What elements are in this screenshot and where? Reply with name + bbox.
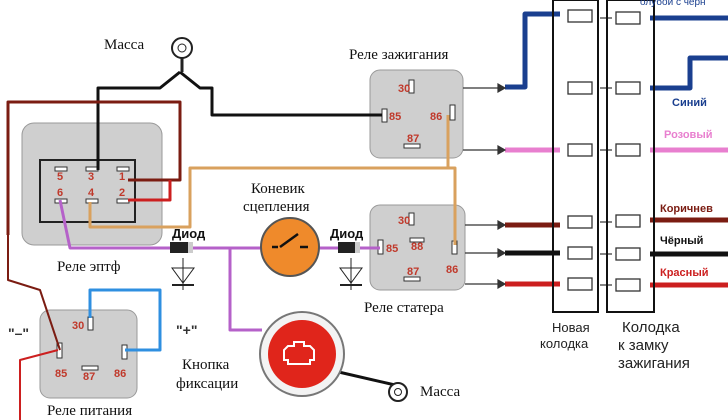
relay-eptf-socket bbox=[39, 159, 136, 223]
lightblue-wire bbox=[88, 288, 162, 352]
label-clutch-line2: сцепления bbox=[243, 199, 310, 215]
eptf-pin-1: 1 bbox=[119, 171, 125, 183]
violet-wire-indicator bbox=[228, 248, 262, 332]
label-power-relay: Реле питания bbox=[47, 403, 133, 419]
starter-pin-30: 30 bbox=[398, 215, 410, 227]
ground-terminal-bottom bbox=[388, 382, 408, 402]
black-wire-ground-ign bbox=[179, 70, 382, 117]
wire-label-cherniy: Чёрный bbox=[660, 235, 703, 247]
clutch-switch-icon bbox=[260, 217, 320, 277]
label-ignition-relay: Реле зажигания bbox=[349, 47, 449, 63]
label-plus: "+" bbox=[176, 322, 198, 338]
blue-wire bbox=[505, 11, 560, 90]
power-pin-85: 85 bbox=[55, 368, 67, 380]
blue-wire-far-2 bbox=[650, 55, 728, 91]
eptf-pin-6: 6 bbox=[57, 187, 63, 199]
label-diode-right: Диод bbox=[330, 226, 364, 241]
starter-pin-86: 86 bbox=[446, 264, 458, 276]
power-pin-87: 87 bbox=[83, 371, 95, 383]
wire-label-korichnev: Коричнев bbox=[660, 203, 713, 215]
red-wire-eptf bbox=[128, 180, 172, 202]
starter-pin-labels: 30 85 88 86 87 bbox=[386, 215, 458, 278]
label-ign-connector-line1: Колодка bbox=[622, 319, 680, 336]
label-new-connector-line2: колодка bbox=[540, 336, 589, 351]
diode-right-icon bbox=[338, 242, 363, 290]
wire-label-siniy: Синий bbox=[672, 97, 707, 109]
starter-pin-87: 87 bbox=[407, 266, 419, 278]
label-minus: "–" bbox=[8, 325, 30, 341]
wire-label-rozoviy: Розовый bbox=[664, 129, 712, 141]
ign-pin-labels: 30 85 86 87 bbox=[389, 83, 442, 145]
label-eptf-relay: Реле эптф bbox=[57, 259, 121, 275]
brown-wire-lower bbox=[7, 235, 61, 351]
ignition-connector bbox=[606, 0, 655, 313]
power-pin-30: 30 bbox=[72, 320, 84, 332]
eptf-pin-3: 3 bbox=[88, 171, 94, 183]
tan-wire-starter bbox=[448, 166, 457, 245]
new-connector bbox=[552, 0, 599, 313]
fixation-button-icon bbox=[259, 311, 345, 397]
wire-label-krasniy: Красный bbox=[660, 267, 708, 279]
starter-pin-85: 85 bbox=[386, 243, 398, 255]
eptf-pin-5: 5 bbox=[57, 171, 63, 183]
label-starter-relay: Реле статера bbox=[364, 300, 444, 316]
label-fixation-line2: фиксации bbox=[176, 376, 239, 392]
label-ign-connector-line3: зажигания bbox=[618, 355, 690, 372]
label-massa-bottom: Масса bbox=[420, 384, 461, 400]
label-fixation-line1: Кнопка bbox=[182, 357, 230, 373]
label-new-connector-line1: Новая bbox=[552, 320, 590, 335]
eptf-pin-labels: 5 3 1 6 4 2 bbox=[57, 171, 125, 199]
brown-wire bbox=[6, 100, 182, 235]
relay-ignition-terminals bbox=[381, 79, 456, 149]
ign-pin-30: 30 bbox=[398, 83, 410, 95]
eptf-pin-2: 2 bbox=[119, 187, 125, 199]
relay-eptf-body bbox=[21, 122, 163, 246]
label-diode-left: Диод bbox=[172, 226, 206, 241]
connector-pins bbox=[567, 9, 641, 292]
tan-wire bbox=[88, 115, 450, 229]
power-pin-86: 86 bbox=[114, 368, 126, 380]
power-pin-labels: 30 85 87 86 bbox=[55, 320, 126, 383]
red-wire-power bbox=[19, 349, 59, 420]
relay-power-terminals bbox=[56, 316, 128, 371]
label-massa-top: Масса bbox=[104, 37, 145, 53]
black-wire-ground-bottom bbox=[329, 368, 396, 387]
diode-left-icon bbox=[170, 242, 195, 290]
starter-pin-88: 88 bbox=[411, 241, 423, 253]
ign-pin-85: 85 bbox=[389, 111, 401, 123]
label-clutch-line1: Коневик bbox=[251, 181, 305, 197]
label-ign-connector-line2: к замку bbox=[618, 337, 669, 354]
ground-terminal-top bbox=[171, 37, 193, 72]
eptf-pin-4: 4 bbox=[88, 187, 95, 199]
label-top-cut: олубой с черн bbox=[640, 0, 706, 8]
ign-pin-87: 87 bbox=[407, 133, 419, 145]
ign-pin-86: 86 bbox=[430, 111, 442, 123]
black-wire-ground bbox=[96, 70, 181, 170]
